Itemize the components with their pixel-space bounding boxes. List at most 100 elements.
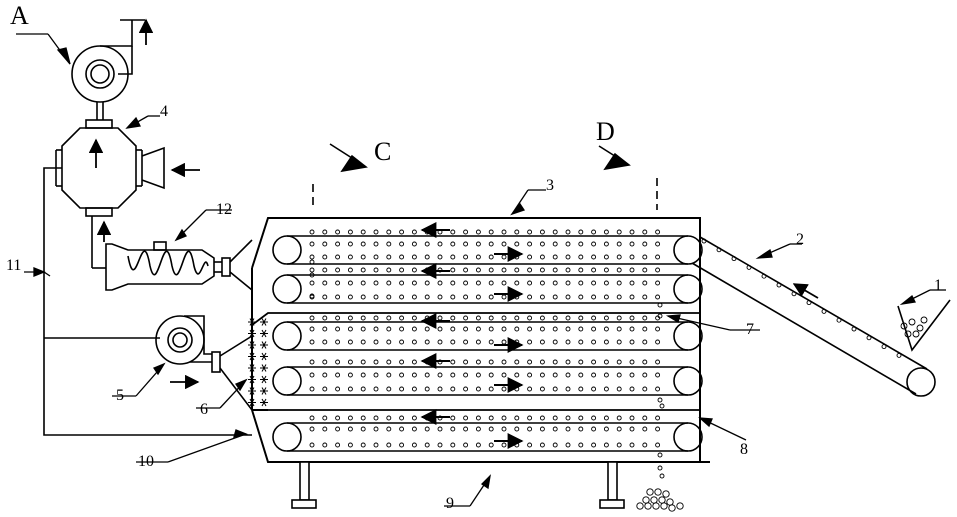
particle-dot: [539, 415, 545, 421]
particle-dot: [591, 294, 597, 300]
particle-dot: [475, 315, 481, 321]
particle-dot: [578, 359, 584, 365]
particle-dot: [655, 339, 661, 345]
particle-dot: [642, 326, 648, 332]
particle-dot: [373, 442, 379, 448]
particle-dot: [386, 326, 392, 332]
particle-dot: [527, 386, 533, 392]
particle-dot: [463, 267, 469, 273]
particle-dot: [527, 229, 533, 235]
particle-dot: [527, 442, 533, 448]
particle-dot: [552, 241, 558, 247]
particle-dot: [629, 229, 635, 235]
particle-dot: [411, 254, 417, 260]
particle-dot: [642, 415, 648, 421]
particle-dot: [360, 386, 366, 392]
particle-dot: [657, 465, 663, 471]
particle-dot: [309, 259, 315, 265]
belt-direction-arrows: [420, 222, 524, 449]
particle-dot: [676, 502, 684, 510]
particle-dot: [373, 326, 379, 332]
particle-dot: [603, 254, 609, 260]
particle-dot: [475, 442, 481, 448]
particle-dot: [335, 386, 341, 392]
section-markers: [312, 143, 658, 210]
particle-dot: [373, 386, 379, 392]
particle-dot: [463, 315, 469, 321]
particle-dot: [411, 372, 417, 378]
particle-dot: [514, 415, 520, 421]
label-1: 1: [934, 277, 942, 294]
particle-dot: [514, 326, 520, 332]
particle-dot: [411, 326, 417, 332]
particle-dot: [488, 315, 494, 321]
particle-dot: [514, 280, 520, 286]
particle-dot: [335, 326, 341, 332]
particle-dot: [335, 359, 341, 365]
label-2: 2: [796, 231, 804, 248]
particle-dot: [514, 359, 520, 365]
feed-hopper: [897, 299, 951, 352]
particle-dot: [642, 254, 648, 260]
particle-dot: [360, 426, 366, 432]
particle-dot: [655, 254, 661, 260]
particle-dot: [322, 326, 328, 332]
particle-dot: [916, 324, 924, 332]
particle-dot: [386, 372, 392, 378]
label-11: 11: [6, 257, 21, 274]
label-8: 8: [740, 441, 748, 458]
particle-dot: [501, 386, 507, 392]
particle-dot: [399, 372, 405, 378]
particle-dot: [335, 442, 341, 448]
particle-dot: [437, 372, 443, 378]
particle-dot: [565, 229, 571, 235]
particle-dot: [347, 229, 353, 235]
particle-dot: [539, 339, 545, 345]
particle-dot: [450, 294, 456, 300]
particle-dot: [450, 326, 456, 332]
particle-dot: [591, 442, 597, 448]
particle-dot: [552, 280, 558, 286]
particle-dot: [386, 229, 392, 235]
particle-dot: [565, 294, 571, 300]
particle-dot: [655, 241, 661, 247]
particle-dot: [616, 415, 622, 421]
particle-dot: [463, 415, 469, 421]
particle-dot: [373, 241, 379, 247]
particle-dot: [591, 386, 597, 392]
particle-dot: [501, 280, 507, 286]
particle-dot: [450, 229, 456, 235]
particle-dot: [578, 326, 584, 332]
particle-dot: [603, 415, 609, 421]
particle-dot: [373, 280, 379, 286]
particle-dot: [514, 229, 520, 235]
particle-dot: [527, 254, 533, 260]
label-6: 6: [200, 401, 208, 418]
particle-dot: [373, 426, 379, 432]
particle-dot: [399, 442, 405, 448]
particle-dot: [616, 267, 622, 273]
particle-dot: [552, 386, 558, 392]
particle-dot: [514, 254, 520, 260]
particle-dot: [655, 326, 661, 332]
particle-dot: [636, 502, 644, 510]
particle-dot: [373, 229, 379, 235]
particle-dot: [657, 302, 663, 308]
particle-dot: [488, 229, 494, 235]
particle-dot: [386, 315, 392, 321]
particle-dot: [450, 415, 456, 421]
particle-dot: [424, 315, 430, 321]
heater-element: [260, 341, 268, 349]
particle-dot: [565, 442, 571, 448]
particle-dot: [616, 386, 622, 392]
particle-dot: [386, 267, 392, 273]
label-D: D: [596, 117, 615, 146]
particle-dot: [655, 359, 661, 365]
particle-dot: [463, 280, 469, 286]
particle-dot: [655, 267, 661, 273]
particle-dot: [347, 315, 353, 321]
particle-dot: [629, 280, 635, 286]
particle-dot: [335, 254, 341, 260]
particle-dot: [642, 280, 648, 286]
